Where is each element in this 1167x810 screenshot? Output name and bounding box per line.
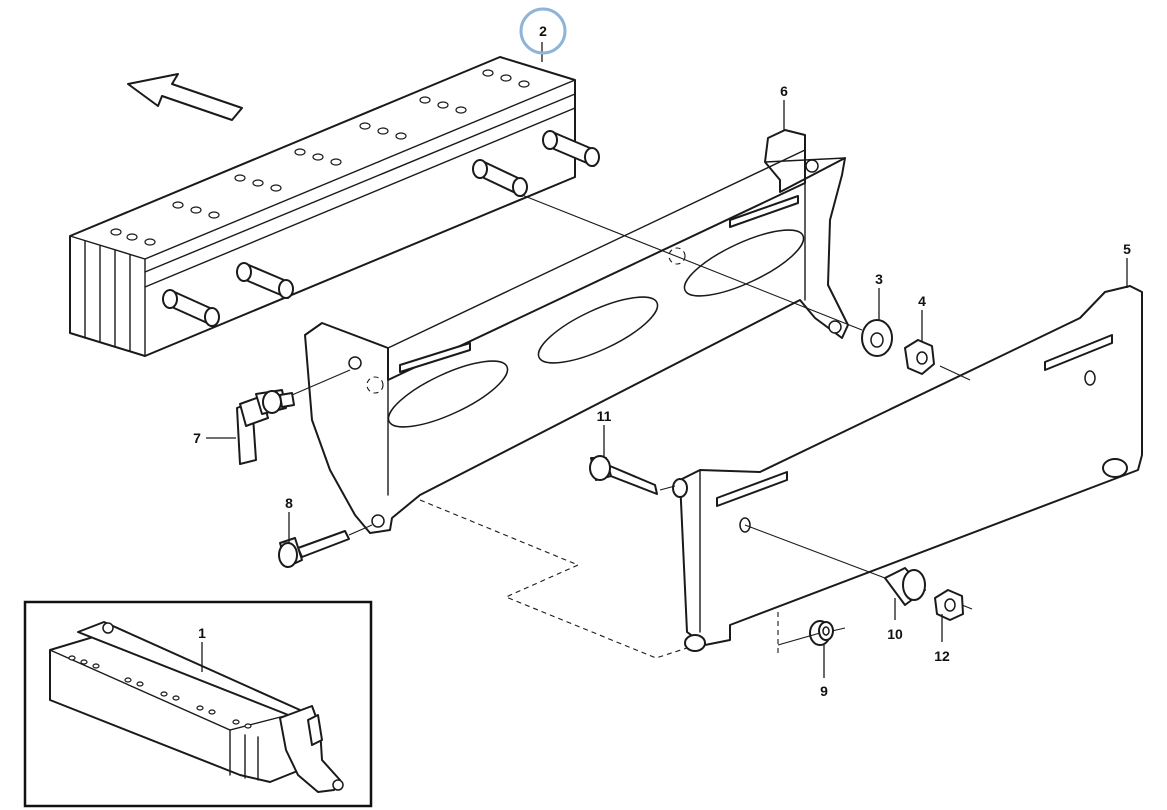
mounting-frame-part-6 [304, 129, 849, 534]
direction-arrow-icon [127, 73, 243, 121]
callout-11[interactable]: 11 [597, 408, 612, 424]
washer-part-3 [861, 319, 893, 357]
nut-part-12 [934, 589, 964, 621]
callout-5[interactable]: 5 [1123, 241, 1131, 257]
radiator-mounting-studs [162, 130, 600, 327]
cover-plate-part-5 [672, 285, 1143, 652]
callout-labels: 2 6 3 4 5 7 8 11 10 12 9 1 [193, 23, 1131, 699]
grommet-part-9 [809, 620, 834, 646]
callout-12[interactable]: 12 [934, 648, 950, 664]
callout-6[interactable]: 6 [780, 83, 788, 99]
bolt-part-11 [589, 455, 658, 495]
callout-7[interactable]: 7 [193, 430, 201, 446]
callout-leaders [201, 42, 1128, 678]
assembled-view-inset [23, 600, 373, 808]
callout-1[interactable]: 1 [198, 625, 206, 641]
nut-part-4 [904, 339, 935, 375]
callout-4[interactable]: 4 [918, 293, 926, 309]
bushing-part-10 [884, 567, 926, 606]
callout-highlight-ring [519, 7, 567, 55]
inset-holes [68, 655, 252, 729]
callout-3[interactable]: 3 [875, 271, 883, 287]
bolt-part-8 [278, 530, 350, 568]
assembly-guide-lines [291, 194, 973, 659]
sensor-part-7 [236, 389, 295, 465]
callout-8[interactable]: 8 [285, 495, 293, 511]
callout-2[interactable]: 2 [539, 23, 547, 39]
radiator-holes [110, 69, 530, 246]
callout-9[interactable]: 9 [820, 683, 828, 699]
callout-10[interactable]: 10 [887, 626, 903, 642]
radiator-core-part-2 [69, 56, 600, 357]
